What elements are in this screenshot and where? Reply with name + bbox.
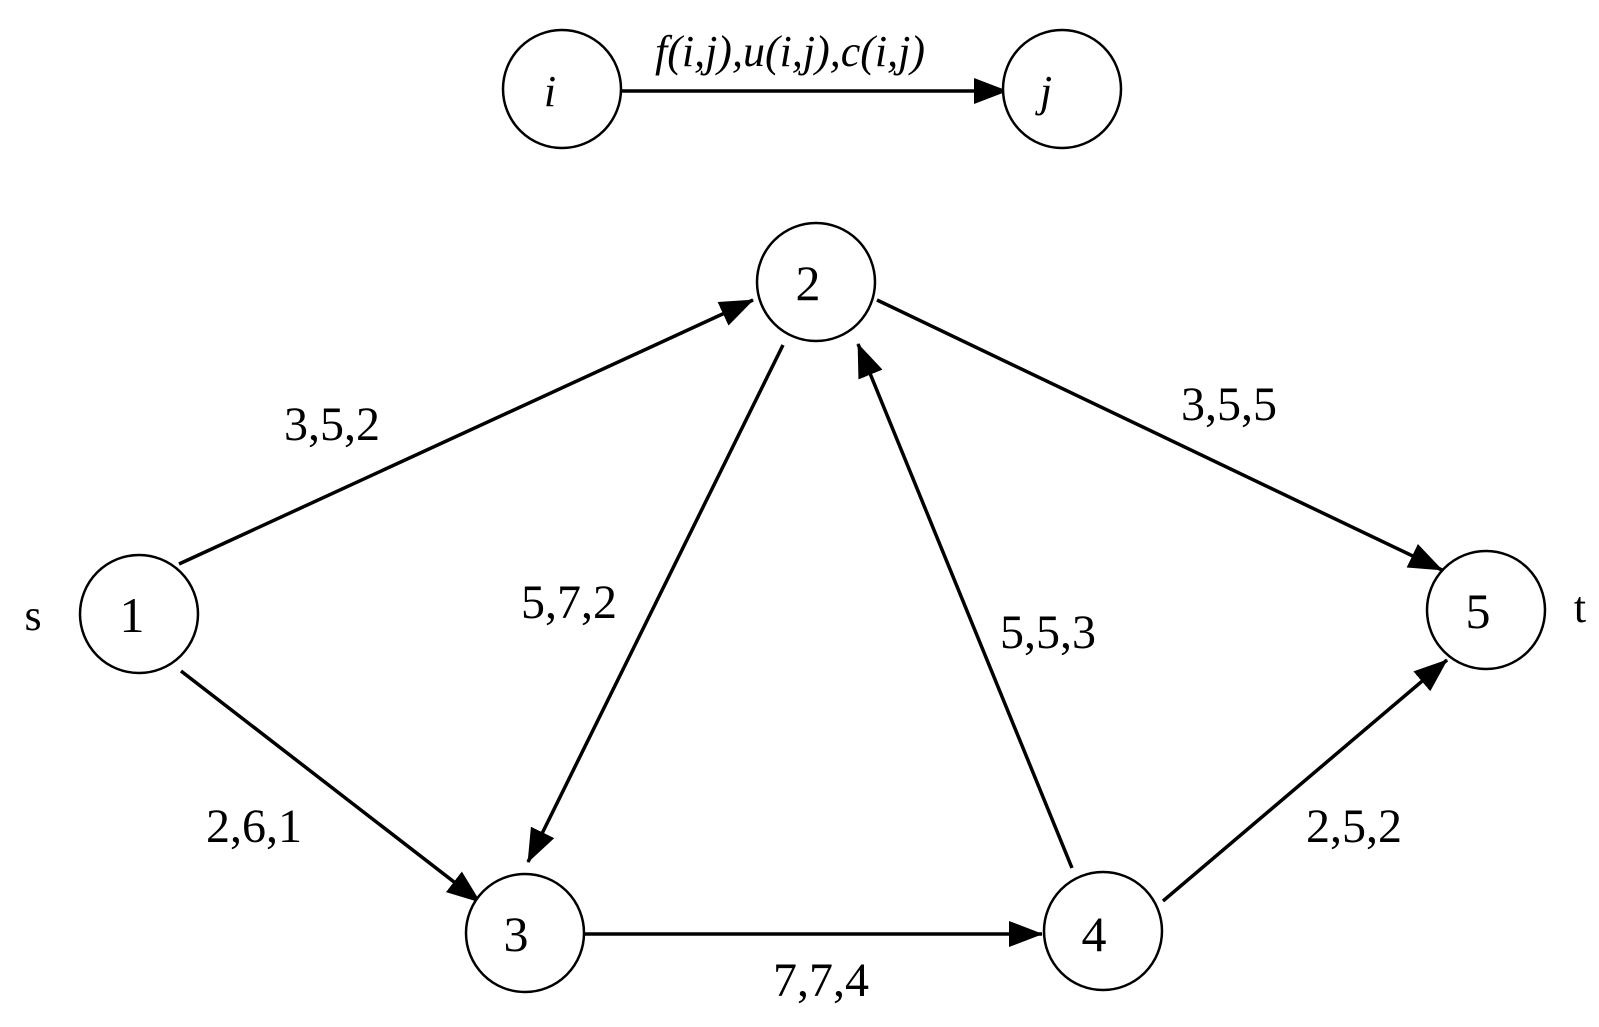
node-4-label: 4: [1082, 906, 1107, 962]
node-2-label: 2: [796, 255, 821, 311]
node-1: 1: [78, 553, 200, 675]
legend-node-j: [1001, 28, 1123, 150]
node-5-label: 5: [1466, 583, 1491, 639]
edge-1-2: [178, 298, 754, 566]
edge-label-2-5: 3,5,5: [1181, 378, 1277, 431]
edge-1-3: [179, 669, 482, 904]
edge-labels: 3,5,2 2,6,1 5,7,2 3,5,5 5,5,3 7,7,4 2,5,…: [206, 378, 1402, 1007]
edge-2-5: [876, 298, 1443, 572]
legend-node-i-label: i: [544, 67, 556, 116]
source-label: s: [24, 591, 41, 640]
sink-label: t: [1574, 583, 1586, 632]
edge-label-2-3: 5,7,2: [521, 576, 617, 629]
node-3: 3: [464, 872, 586, 994]
edge-label-4-2: 5,5,3: [1000, 606, 1096, 659]
nodes: 1 2 3 4 5: [78, 221, 1547, 994]
edge-4-5: [1161, 658, 1449, 903]
edges: [178, 298, 1449, 947]
legend-node-i: [501, 28, 623, 150]
node-1-label: 1: [120, 587, 145, 643]
edge-2-3: [526, 344, 785, 863]
edge-label-1-3: 2,6,1: [206, 800, 302, 853]
edge-label-3-4: 7,7,4: [773, 954, 869, 1007]
edge-label-1-2: 3,5,2: [284, 398, 380, 451]
legend-edge-label: f(i,j),u(i,j),c(i,j): [655, 27, 925, 76]
node-3-label: 3: [504, 906, 529, 962]
edge-label-4-5: 2,5,2: [1306, 800, 1402, 853]
edge-4-2: [856, 343, 1074, 869]
node-4: 4: [1042, 870, 1164, 992]
node-5: 5: [1425, 549, 1547, 671]
legend-node-j-label: j: [1035, 67, 1052, 116]
node-2: 2: [755, 221, 877, 343]
legend: i j f(i,j),u(i,j),c(i,j): [501, 27, 1123, 150]
